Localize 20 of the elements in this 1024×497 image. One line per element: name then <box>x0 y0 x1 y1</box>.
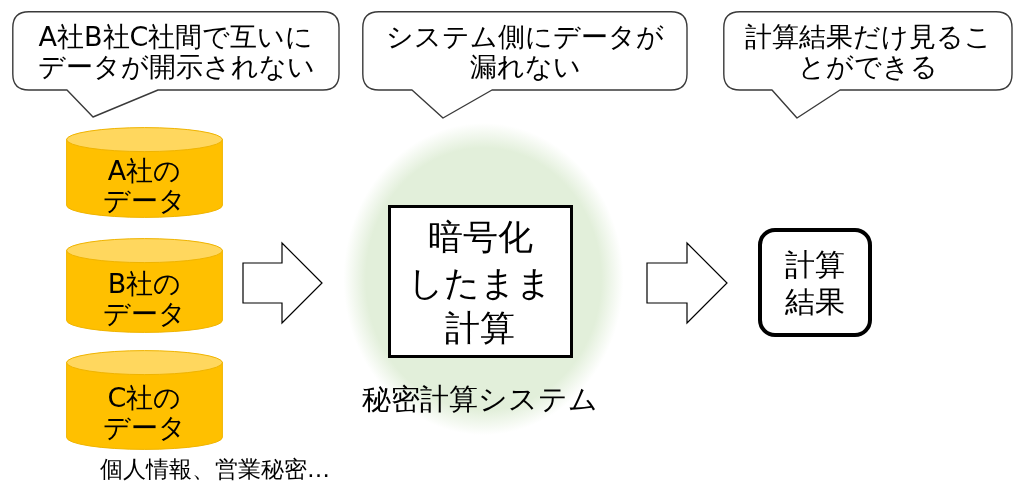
database-cylinder <box>66 350 223 450</box>
process-text: 暗号化したまま計算 <box>408 215 552 350</box>
result-text: 計算結果 <box>784 245 846 320</box>
note-text: 個人情報、営業秘密… <box>100 456 330 483</box>
block-arrow <box>646 241 728 325</box>
bubble-text: 計算結果だけ見ることができる <box>743 21 993 82</box>
system-label: 秘密計算システム <box>362 382 598 416</box>
database-cylinder <box>66 127 223 218</box>
cylinder-label: C社のデータ <box>102 382 187 444</box>
speech-bubble <box>12 11 340 118</box>
speech-bubble <box>723 11 1013 119</box>
result-box <box>758 228 872 337</box>
speech-bubble <box>362 11 688 119</box>
block-arrow <box>242 241 323 325</box>
database-cylinder <box>66 238 223 333</box>
bubble-text: システム側にデータが漏れない <box>385 21 665 82</box>
cylinder-label: A社のデータ <box>102 155 187 216</box>
bubble-text: A社B社C社間で互いにデータが開示されない <box>36 21 316 82</box>
process-box <box>388 205 573 358</box>
cylinder-label: B社のデータ <box>102 268 187 329</box>
